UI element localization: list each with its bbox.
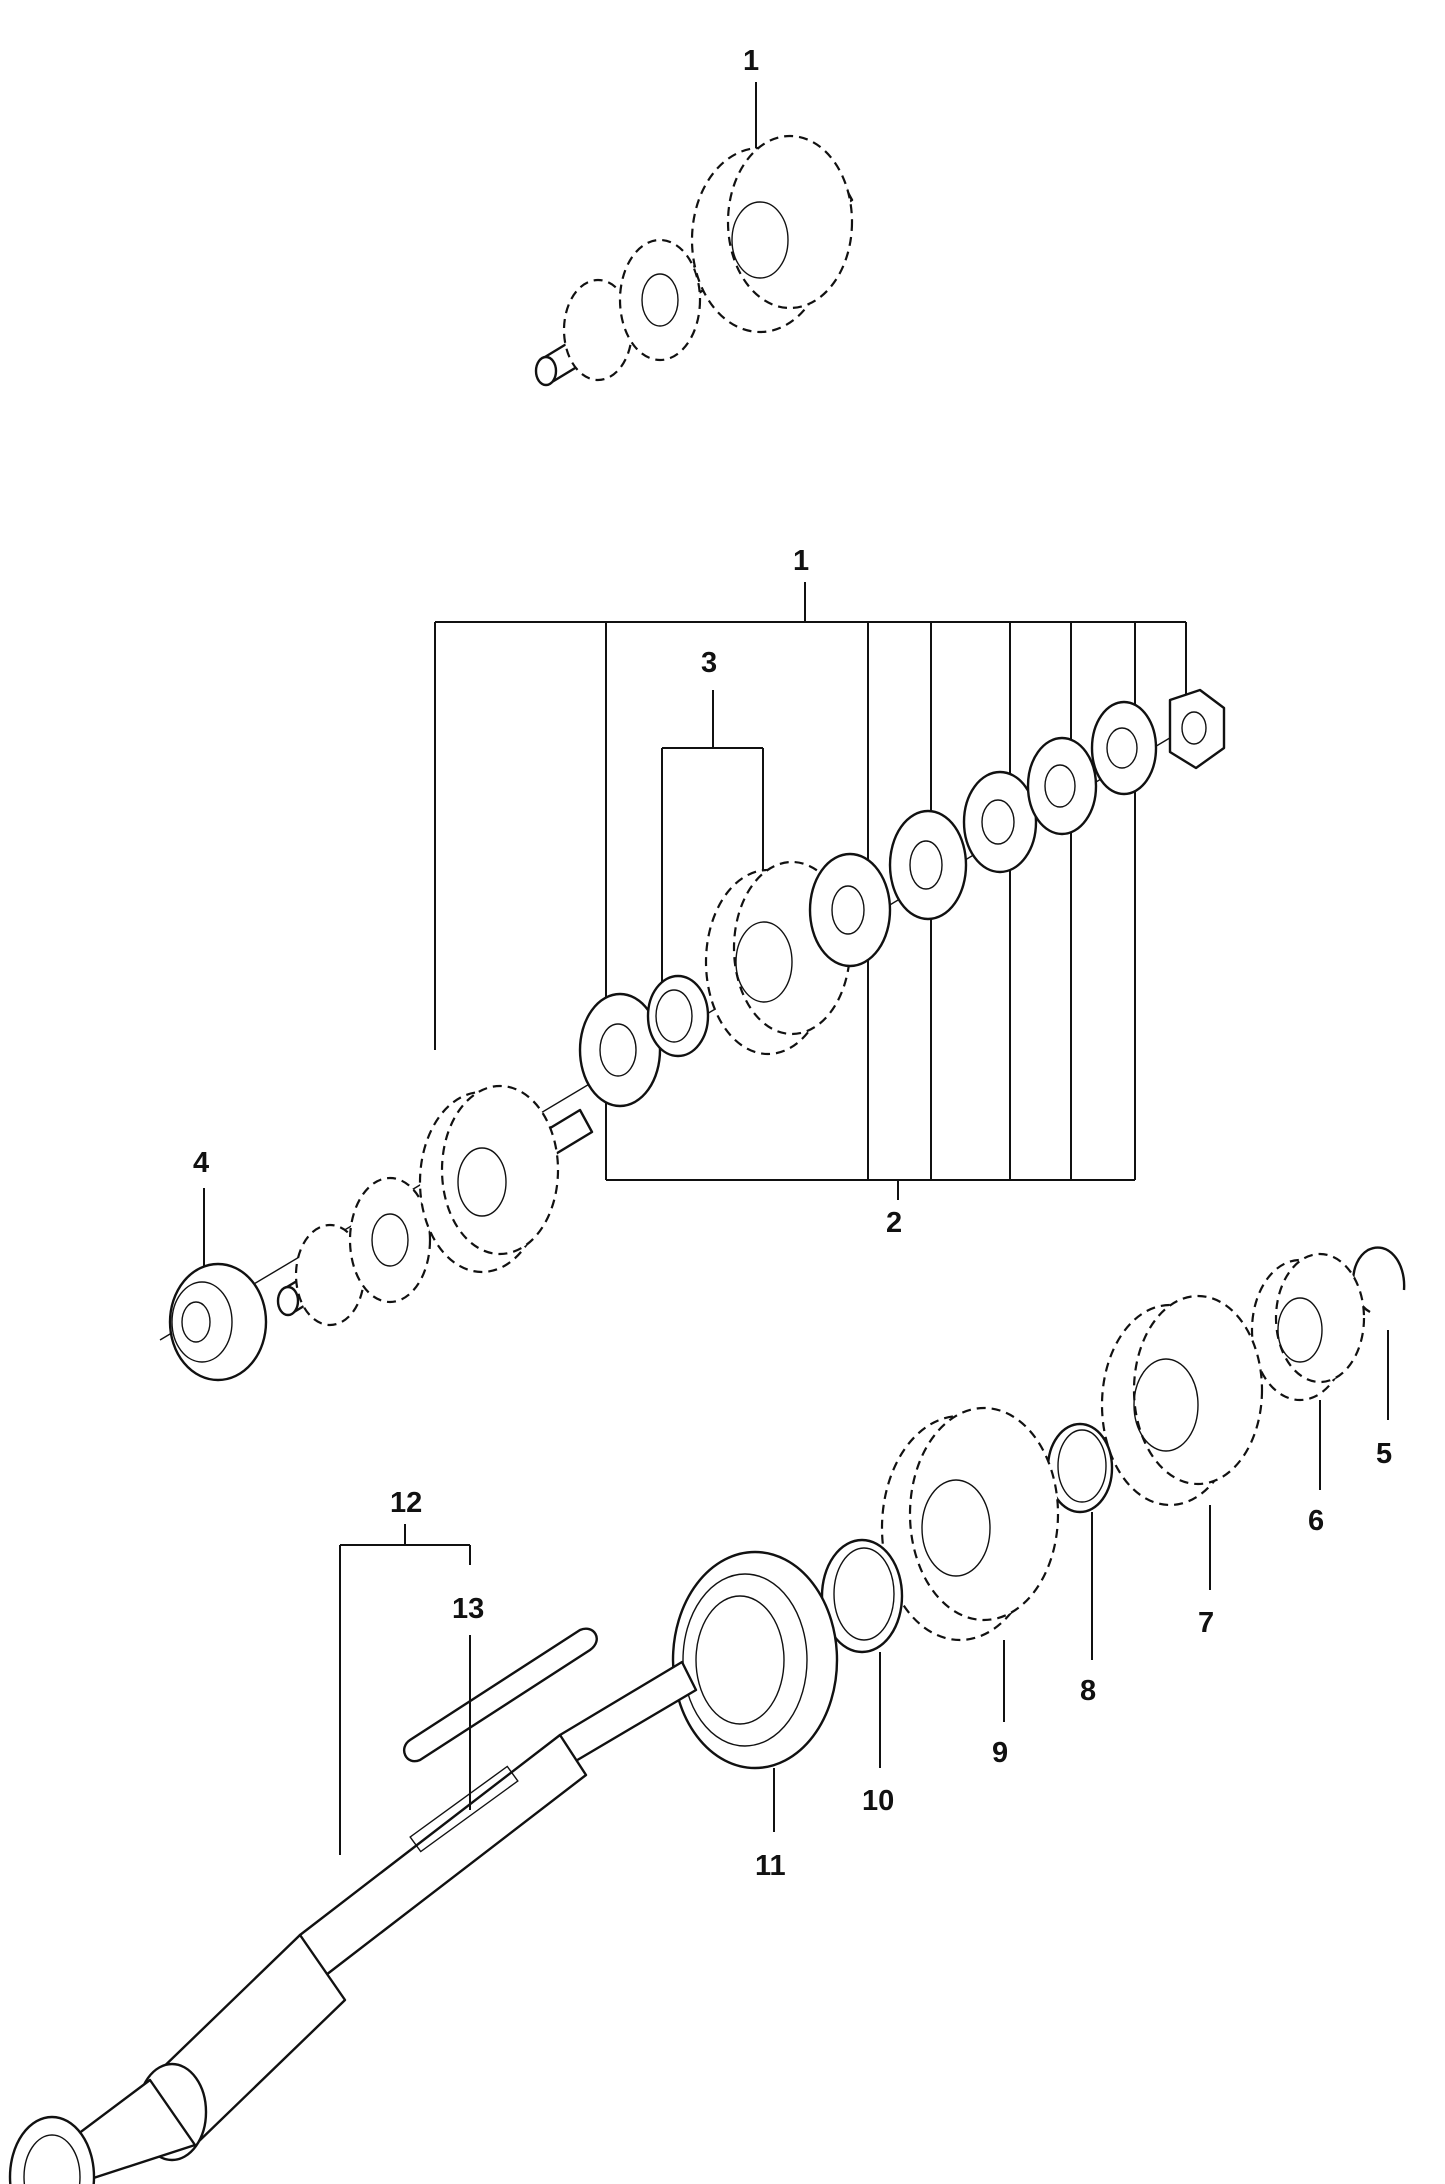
callout-13: 13: [452, 1593, 484, 1625]
middle-gear-top: [618, 238, 702, 362]
gear-item-7: [1100, 1294, 1264, 1590]
bearing-item-4: [168, 1188, 268, 1382]
callout-9: 9: [992, 1737, 1008, 1769]
callout-7: 7: [1198, 1607, 1214, 1639]
callout-10: 10: [862, 1785, 894, 1817]
circlip-item-10: [820, 1538, 904, 1768]
key-item-13: [403, 1627, 598, 1763]
washer-6: [1090, 700, 1158, 796]
needle-bearing-item-3: [646, 974, 710, 1058]
output-shaft-item-12: [8, 1660, 698, 2184]
callout-11: 11: [755, 1850, 786, 1882]
washer-2: [808, 852, 892, 968]
shaft-end-top: [534, 355, 558, 387]
callout-5: 5: [1376, 1438, 1392, 1470]
snap-ring-item-8: [1046, 1422, 1114, 1660]
gear-item-9: [880, 1406, 1060, 1722]
gear-item-6: [1250, 1252, 1366, 1490]
bracket-lines-item-2: [605, 840, 1136, 1200]
callout-2: 2: [886, 1207, 902, 1239]
callout-3: 3: [701, 647, 717, 679]
callout-1-top: 1: [743, 45, 759, 77]
washer-5: [1026, 736, 1098, 836]
hex-nut: [1168, 688, 1226, 770]
washer-3: [888, 809, 968, 921]
washer-4: [962, 770, 1038, 874]
callout-6: 6: [1308, 1505, 1324, 1537]
helical-gear-top: [726, 134, 854, 310]
callout-8: 8: [1080, 1675, 1096, 1707]
gear-shaft-middle: [276, 1084, 594, 1327]
callout-12: 12: [390, 1487, 422, 1519]
callout-1-assembly: 1: [793, 545, 809, 577]
callout-4: 4: [193, 1147, 209, 1179]
gear-shaft-assembly-top: [534, 82, 854, 387]
washer-1: [578, 992, 662, 1108]
bracket-lines-item-12: [339, 1524, 471, 1855]
bearing-item-11: [671, 1550, 839, 1832]
